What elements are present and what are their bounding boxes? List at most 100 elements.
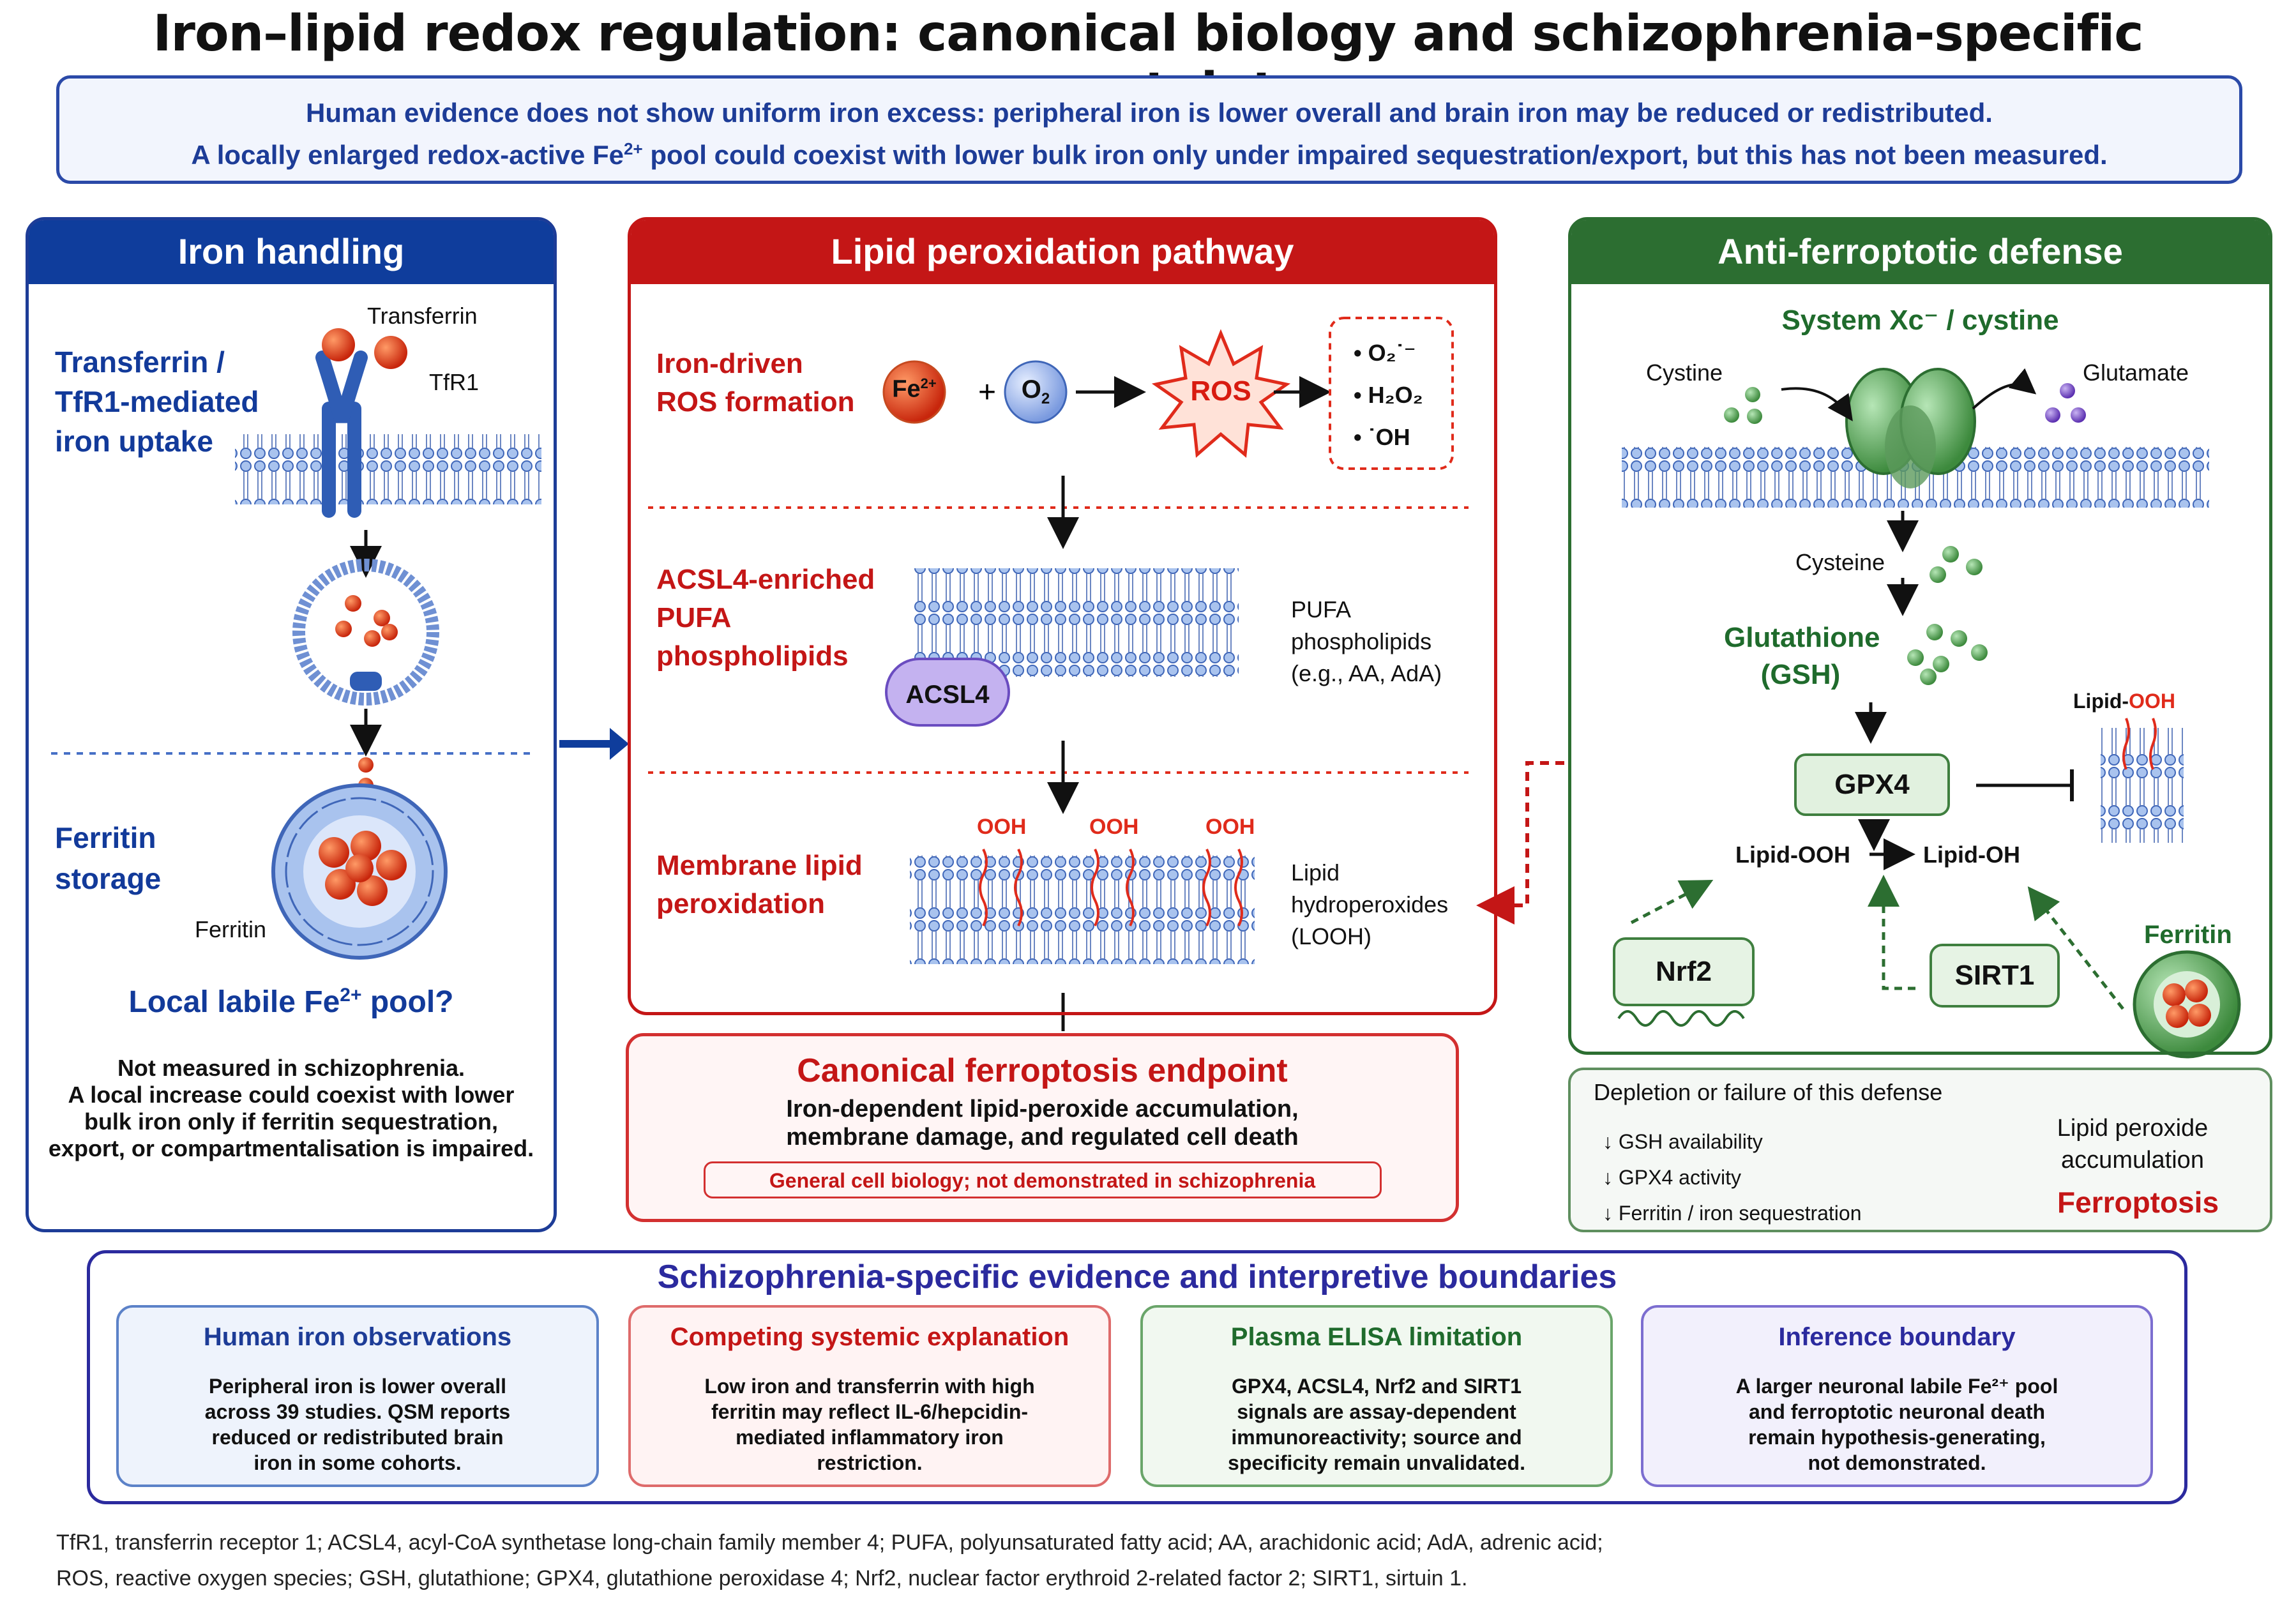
- evidence-inference-body: A larger neuronal labile Fe²⁺ pool and f…: [1643, 1373, 2150, 1476]
- systemic-body-2: ferritin may reflect IL-6/hepcidin-: [711, 1400, 1029, 1423]
- endpoint-text-2: membrane damage, and regulated cell deat…: [786, 1124, 1299, 1151]
- inference-body-2: and ferroptotic neuronal death: [1748, 1400, 2046, 1423]
- systemic-body-4: restriction.: [817, 1451, 923, 1474]
- fe-sup: 2+: [920, 375, 937, 391]
- note-line-3: bulk iron only if ferritin sequestration…: [84, 1108, 499, 1135]
- evidence-section: [87, 1250, 2187, 1504]
- ooh-label-2: OOH: [1089, 815, 1139, 839]
- ros-label-1: Iron-driven: [656, 348, 803, 379]
- sirt1-arrow: [1868, 875, 1915, 990]
- fe-label: Fe2+: [884, 375, 945, 404]
- pufa-side-label: PUFA phospholipids (e.g., AA, AdA): [1291, 594, 1442, 690]
- note-line-1: Not measured in schizophrenia.: [117, 1055, 465, 1081]
- labile-pool-question: Local labile Fe2+ pool?: [26, 985, 557, 1020]
- perox-label-1: Membrane lipid: [656, 850, 863, 881]
- depletion-item-ferritin: ↓ Ferritin / iron sequestration: [1603, 1202, 1862, 1225]
- species-h2o2: • H₂O₂: [1354, 382, 1423, 408]
- ferroptosis-endpoint-box: Canonical ferroptosis endpoint Iron-depe…: [626, 1033, 1459, 1222]
- transferrin-receptor-icon: [235, 328, 541, 518]
- defense-header: Anti-ferroptotic defense: [1571, 220, 2269, 284]
- evidence-banner: Human evidence does not show uniform iro…: [56, 75, 2242, 184]
- depletion-title: Depletion or failure of this defense: [1594, 1079, 1943, 1105]
- perox-label: Membrane lipid peroxidation: [656, 847, 863, 923]
- lipid-ooh-pre: Lipid-: [2073, 690, 2129, 713]
- ferritin-storage-label: Ferritin storage: [55, 817, 161, 899]
- ros-formation-label: Iron-driven ROS formation: [656, 345, 854, 421]
- gsh-label: Glutathione (GSH): [1724, 619, 1880, 693]
- pufa-label: ACSL4-enriched PUFA phospholipids: [656, 561, 875, 676]
- gsh-label-2: (GSH): [1760, 659, 1841, 690]
- system-xc-label: System Xc⁻ / cystine: [1781, 305, 2059, 336]
- species-superoxide: • O₂˙⁻: [1354, 340, 1416, 366]
- evidence-systemic-body: Low iron and transferrin with high ferri…: [631, 1373, 1108, 1476]
- endpoint-note: General cell biology; not demonstrated i…: [703, 1161, 1382, 1198]
- lipid-ooh-red: OOH: [2129, 690, 2175, 713]
- banner-line-1: Human evidence does not show uniform iro…: [306, 98, 1993, 128]
- footnote-line-1: TfR1, transferrin receptor 1; ACSL4, acy…: [56, 1530, 1603, 1555]
- note-line-2: A local increase could coexist with lowe…: [68, 1082, 515, 1108]
- footnote-line-2: ROS, reactive oxygen species; GSH, gluta…: [56, 1566, 1468, 1590]
- pufa-side-2: phospholipids: [1291, 628, 1432, 654]
- defense-ferritin-icon: [2133, 950, 2241, 1059]
- peroxide-marks: [979, 849, 1243, 926]
- elisa-body-3: immunoreactivity; source and: [1231, 1426, 1522, 1449]
- endpoint-text: Iron-dependent lipid-peroxide accumulati…: [629, 1095, 1456, 1151]
- looh-1: Lipid: [1291, 859, 1340, 886]
- anti-ferroptotic-panel: Anti-ferroptotic defense: [1568, 217, 2272, 1055]
- perox-label-2: peroxidation: [656, 888, 826, 919]
- fe-text: Fe: [892, 375, 921, 403]
- ferritin-cage-icon: [271, 783, 448, 960]
- ooh-label-3: OOH: [1205, 815, 1255, 839]
- evidence-iron-body: Peripheral iron is lower overall across …: [119, 1373, 596, 1476]
- o2-sub: 2: [1041, 390, 1050, 407]
- iron-body-4: iron in some cohorts.: [253, 1451, 462, 1474]
- elisa-body-4: specificity remain unvalidated.: [1228, 1451, 1525, 1474]
- depletion-result-1: Lipid peroxide accumulation: [2037, 1112, 2228, 1176]
- fe-circle: [882, 360, 946, 424]
- glutamate-out-arrow: [1972, 368, 2037, 410]
- uptake-label-2: TfR1-mediated: [55, 385, 259, 418]
- lipid-peroxidation-panel: Lipid peroxidation pathway: [628, 217, 1497, 1015]
- iron-handling-header: Iron handling: [29, 220, 554, 284]
- lipid-header: Lipid peroxidation pathway: [631, 220, 1494, 284]
- reaction-right: Lipid-OH: [1923, 842, 2020, 868]
- result1-line2: accumulation: [2061, 1147, 2204, 1174]
- labile-pool-note: Not measured in schizophrenia. A local i…: [26, 1055, 557, 1162]
- banner-line-2-sup: 2+: [624, 139, 643, 158]
- ferritin-storage-label-1: Ferritin: [55, 821, 156, 854]
- o2-label: O2: [1005, 375, 1066, 408]
- cystine-in-arrow: [1781, 387, 1853, 421]
- glutamate-label: Glutamate: [2083, 359, 2189, 386]
- system-xc-transporter-icon: [1845, 368, 1976, 488]
- nrf2-box: Nrf2: [1613, 937, 1755, 1006]
- depletion-ferroptosis: Ferroptosis: [2057, 1186, 2219, 1219]
- iron-body-3: reduced or redistributed brain: [211, 1426, 504, 1449]
- o2-circle: [1004, 360, 1068, 424]
- evidence-inference-head: Inference boundary: [1778, 1323, 2016, 1351]
- evidence-box-elisa: Plasma ELISA limitation GPX4, ACSL4, Nrf…: [1140, 1305, 1613, 1487]
- evidence-title: Schizophrenia-specific evidence and inte…: [657, 1258, 1617, 1296]
- defense-to-perox-arrow: [1476, 761, 1564, 925]
- ferritin-arrow: [2027, 886, 2124, 1010]
- ros-species-list: • O₂˙⁻ • H₂O₂ • ˙OH: [1354, 332, 1423, 458]
- elisa-body-1: GPX4, ACSL4, Nrf2 and SIRT1: [1231, 1375, 1522, 1398]
- evidence-box-iron: Human iron observations Peripheral iron …: [116, 1305, 599, 1487]
- peroxidized-membrane: [910, 856, 1255, 964]
- nrf2-arrow: [1630, 880, 1714, 925]
- dna-icon: [1617, 1010, 1745, 1027]
- pufa-label-3: phospholipids: [656, 640, 849, 672]
- note-line-4: export, or compartmentalisation is impai…: [48, 1135, 534, 1161]
- iron-handling-panel: Iron handling: [26, 217, 557, 1232]
- defense-peroxide-marks: [2122, 718, 2157, 770]
- pufa-label-2: PUFA: [656, 602, 732, 633]
- species-hydroxyl: • ˙OH: [1354, 424, 1410, 450]
- pufa-side-3: (e.g., AA, AdA): [1291, 660, 1442, 686]
- lipid-ooh-target: Lipid-OOH: [2073, 690, 2175, 713]
- uptake-label-1: Transferrin /: [55, 345, 225, 379]
- banner-line-2: A locally enlarged redox-active Fe2+ poo…: [59, 131, 2239, 173]
- pool-pre: Local labile Fe: [128, 985, 340, 1019]
- ros-species-box: [1329, 317, 1454, 470]
- reaction-left: Lipid-OOH: [1735, 842, 1850, 868]
- uptake-label-3: iron uptake: [55, 425, 213, 458]
